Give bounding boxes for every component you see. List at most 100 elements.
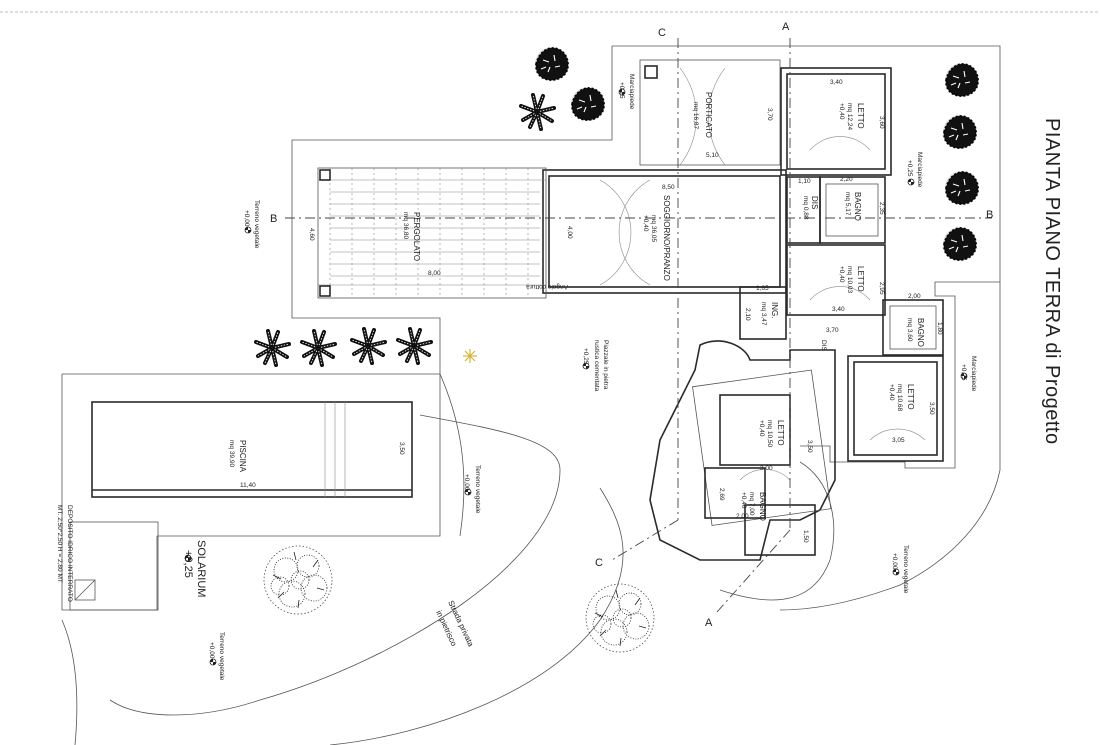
label-piazzale-2: rustica cementata <box>593 340 600 392</box>
dim-1-80: 1,80 <box>936 322 943 335</box>
level-marker-icon <box>907 178 915 186</box>
room-letto1-level: +0,40 <box>838 103 845 120</box>
level-marker-icon <box>209 658 217 666</box>
dim-8-00: 8,00 <box>428 270 441 277</box>
dim-3-40-a: 3,40 <box>830 79 843 86</box>
dim-2-69: 2,69 <box>718 488 725 501</box>
dim-8-50: 8,50 <box>662 184 675 191</box>
section-c-bottom: C <box>595 557 603 569</box>
room-letto4-level: +0,40 <box>758 420 765 437</box>
label-piazzale-1: Piazzale in pietra <box>602 340 609 390</box>
room-letto2-name: LETTO <box>856 266 865 292</box>
label-terreno-3: Terreno vegetale <box>902 545 909 594</box>
tree-icon <box>942 114 978 150</box>
dim-3-50-c: 3,50 <box>806 440 813 453</box>
room-bagno3-name: BAGNO <box>758 492 767 521</box>
dim-4-00: 4,00 <box>566 226 573 239</box>
dim-4-60: 4,60 <box>308 228 315 241</box>
palm-icon <box>519 93 556 131</box>
section-c-top: C <box>658 27 666 39</box>
label-deposito-2: MT. 2,50*2,50 H = 2,80 MT <box>56 505 63 583</box>
room-pergolato-area: mq 36,80 <box>402 212 409 239</box>
section-b-left: B <box>270 213 277 225</box>
palm-icon <box>350 327 387 365</box>
level-marciapiede-3: +0,25 <box>960 364 967 381</box>
dim-2-00: 2,00 <box>908 293 921 300</box>
label-terreno-1: Terreno vegetale <box>253 200 260 249</box>
dim-2-95: 2,95 <box>878 282 885 295</box>
section-a-bottom: A <box>705 617 713 629</box>
room-bagno2-name: BAGNO <box>916 318 925 347</box>
dim-3-05: 3,05 <box>892 437 905 444</box>
dim-1-10: 1,10 <box>798 178 811 185</box>
room-letto1-name: LETTO <box>856 103 865 129</box>
dim-2-35: 2,35 <box>878 202 885 215</box>
room-dis1-area: mq 0,88 <box>802 196 809 220</box>
label-deposito-1: DEPOSITO IDRICO INTERRATO <box>66 505 73 602</box>
room-angolo-cottura: Angolo cottura <box>526 283 568 290</box>
room-letto1-area: mq 12,24 <box>846 103 853 130</box>
room-porticato-area: mq 16,87 <box>692 102 699 129</box>
label-marciapiede-1: Marciapiede <box>628 74 635 110</box>
room-solarium-level: +0,25 <box>182 550 194 578</box>
level-piazzale: +0,25 <box>582 348 589 365</box>
room-letto4-name: LETTO <box>776 420 785 446</box>
dim-11-40: 11,40 <box>240 482 256 489</box>
room-letto2-level: +0,40 <box>838 266 845 283</box>
plan-title: PIANTA PIANO TERRA di Progetto <box>1041 118 1063 445</box>
room-piscina-name: PISCINA <box>238 440 247 473</box>
level-terreno-2: +0,00 <box>463 474 470 491</box>
room-letto4-area: mq 10,50 <box>766 420 773 447</box>
dim-3-60: 3,60 <box>878 116 885 129</box>
dim-2-00-b: 2,00 <box>736 513 749 520</box>
palm-icon <box>396 327 433 365</box>
room-porticato-name: PORTICATO <box>704 92 713 138</box>
dim-1-50: 1,50 <box>802 530 809 543</box>
room-letto3-level: +0,40 <box>888 384 895 401</box>
sun-icon <box>463 349 477 363</box>
room-soggiorno-area: mq 36,05 <box>650 215 657 242</box>
room-soggiorno-name: SOGGIORNO/PRANZO <box>662 195 671 281</box>
level-marker-icon <box>892 568 900 576</box>
room-bagno2-area: mq 3,60 <box>906 318 913 342</box>
tree-icon <box>570 86 606 122</box>
dim-2-20: 2,20 <box>840 176 853 183</box>
room-letto2-area: mq 10,03 <box>846 266 853 293</box>
room-bagno1-name: BAGNO <box>853 192 862 221</box>
tree-icon <box>944 62 980 98</box>
room-ing-area: mq 3,47 <box>760 302 767 326</box>
tree-icon <box>942 226 978 262</box>
label-marciapiede-3: Marciapiede <box>970 356 977 392</box>
level-marker-icon <box>244 226 252 234</box>
room-bagno1-area: mq 5,17 <box>844 192 851 216</box>
level-marker-icon <box>582 362 590 370</box>
dim-1-65: 1,65 <box>756 285 769 292</box>
label-marciapiede-2: Marciapiede <box>916 152 923 188</box>
room-dis2: DIS <box>820 340 827 352</box>
level-terreno-4: +0,00 <box>208 642 215 659</box>
level-terreno-1: +0,00 <box>243 210 250 227</box>
dim-3-70-b: 3,70 <box>826 327 839 334</box>
section-b-right: B <box>986 209 993 221</box>
label-terreno-2: Terreno vegetale <box>474 465 481 514</box>
dim-3-70: 3,70 <box>766 108 773 121</box>
tree-icon <box>534 46 570 82</box>
level-marciapiede-2: +0,25 <box>906 160 913 177</box>
room-bagno3-area: mq 7,00 <box>748 492 755 516</box>
shrub-icon <box>263 545 333 615</box>
shrub-icon <box>585 583 655 653</box>
room-bagno3-level: +0,40 <box>740 492 747 509</box>
room-soggiorno-level: +0,40 <box>642 215 649 232</box>
room-pergolato-name: PERGOLATO <box>412 212 421 261</box>
level-terreno-3: +0,00 <box>891 553 898 570</box>
section-a-top: A <box>782 21 790 33</box>
dim-3-50: 3,50 <box>928 402 935 415</box>
dim-3-00: 3,00 <box>760 465 773 472</box>
room-dis1-name: DIS <box>810 196 819 209</box>
dim-5-10: 5,10 <box>706 152 719 159</box>
dim-2-10: 2,10 <box>744 308 751 321</box>
palm-icon <box>254 329 291 367</box>
room-letto3-name: LETTO <box>906 384 915 410</box>
room-solarium-name: SOLARIUM <box>195 540 207 597</box>
